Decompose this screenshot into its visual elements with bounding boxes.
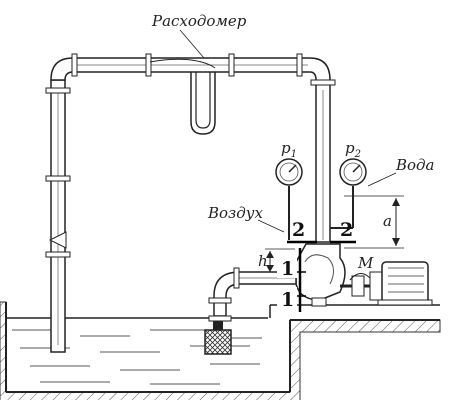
- pressure-gauge-p2: [330, 158, 367, 229]
- tank-ground: [0, 301, 441, 403]
- dimension-h: [265, 248, 295, 272]
- section-1-bottom-label: 1: [281, 289, 294, 311]
- flowmeter-label: Расходомер: [151, 12, 247, 30]
- motor-label: M: [357, 254, 374, 272]
- gauge-p2-label: p2: [345, 139, 361, 160]
- air-label: Воздух: [207, 204, 263, 222]
- pressure-gauge-p1: [275, 158, 303, 240]
- suction-strainer: [204, 329, 232, 355]
- dimension-a: [344, 195, 404, 249]
- water-leader: [367, 172, 397, 187]
- dimension-h-label: h: [258, 252, 268, 270]
- flowmeter-leader: [179, 29, 205, 59]
- dimension-a-label: a: [383, 212, 392, 230]
- flowmeter-u-tube: [149, 58, 216, 135]
- water-label: Вода: [395, 156, 435, 174]
- discharge-pipe-right: [310, 79, 336, 243]
- pump-casing: [295, 243, 346, 307]
- section-2-left-label: 2: [292, 219, 305, 241]
- gauge-p1-label: p1: [281, 139, 297, 160]
- section-markers: [277, 240, 356, 312]
- electric-motor: [340, 261, 433, 306]
- discharge-pipe-left: [45, 79, 71, 353]
- section-2-right-label: 2: [340, 219, 353, 241]
- section-1-top-label: 1: [281, 258, 294, 280]
- air-leader: [257, 219, 285, 233]
